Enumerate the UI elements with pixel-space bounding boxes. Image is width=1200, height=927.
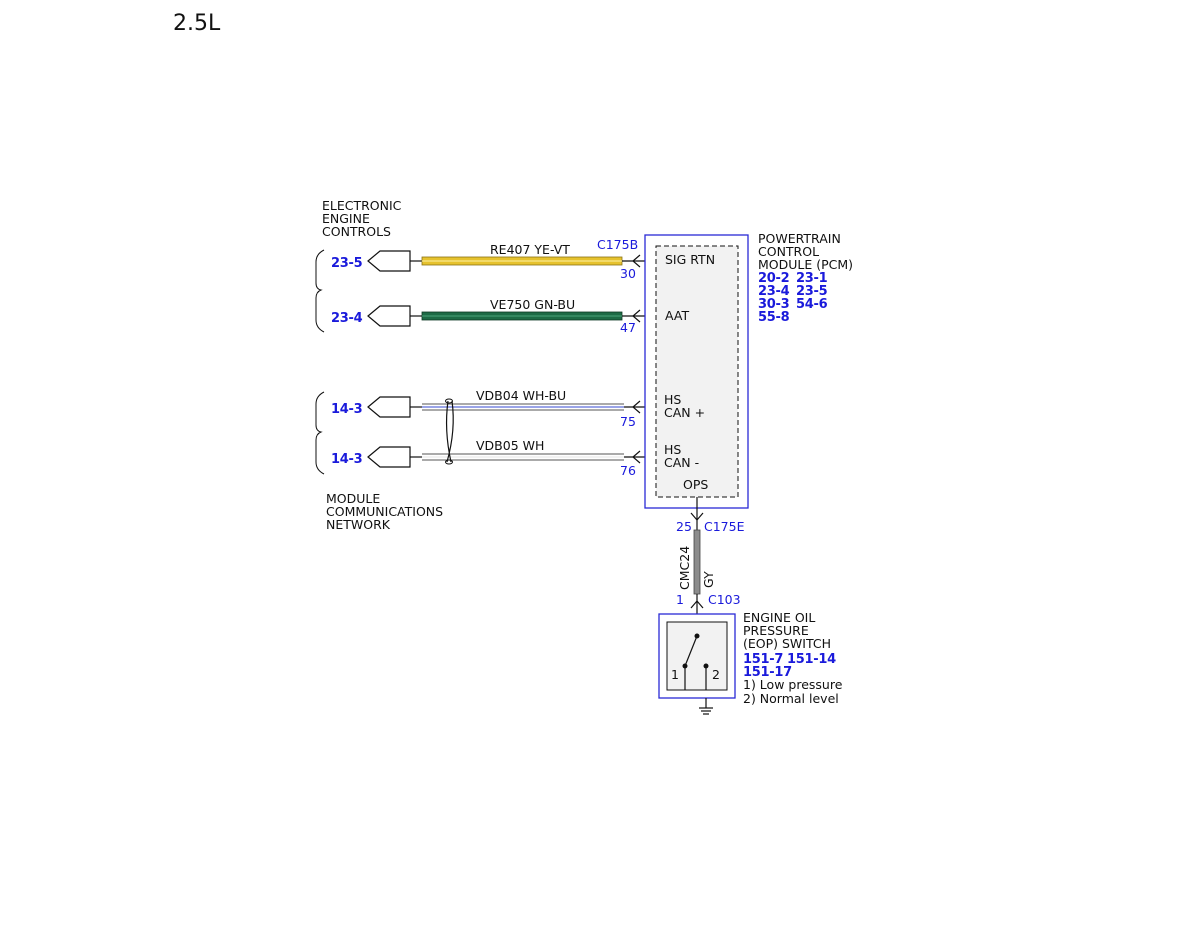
pin-number: 75 (620, 414, 636, 429)
pin-terminal-icon (690, 512, 704, 521)
group-brace-bottom (315, 391, 325, 475)
wire-ve750: 23-4 VE750 GN-BU 47 (331, 297, 656, 335)
ref-link-14-3-a[interactable]: 14-3 (331, 402, 363, 417)
svg-text:151-7: 151-7 (743, 652, 783, 667)
page-title: 2.5L (173, 11, 221, 36)
svg-text:POWERTRAIN: POWERTRAIN (758, 231, 841, 246)
svg-text:ENGINE OIL: ENGINE OIL (743, 610, 815, 625)
twisted-pair-icon (445, 400, 454, 463)
pin-terminal-icon (632, 309, 641, 323)
connector-arrow-icon (367, 250, 411, 272)
pin-number: 76 (620, 463, 636, 478)
svg-text:CONTROL: CONTROL (758, 244, 819, 259)
circuit-label: VE750 GN-BU (490, 297, 575, 312)
circuit-label: VDB05 WH (476, 438, 544, 453)
connector-arrow-icon (367, 396, 411, 418)
svg-text:23-4: 23-4 (758, 284, 790, 299)
svg-text:23-5: 23-5 (796, 284, 828, 299)
wire-re407: 23-5 RE407 YE-VT 30 (331, 242, 656, 281)
group-brace-top (315, 249, 325, 333)
svg-text:151-17: 151-17 (743, 665, 792, 680)
eop-switch: 1 2 (658, 613, 736, 708)
ref-link-23-5[interactable]: 23-5 (331, 256, 363, 271)
pin-label-can-minus: CAN - (664, 455, 699, 470)
pcm-title: POWERTRAIN CONTROL MODULE (PCM) (758, 231, 853, 272)
pin-label-sig-rtn: SIG RTN (665, 252, 715, 267)
connector-id-c175b: C175B (597, 237, 638, 252)
svg-text:20-2: 20-2 (758, 271, 789, 286)
svg-text:1) Low pressure: 1) Low pressure (743, 677, 843, 692)
pcm-module: C175B SIG RTN AAT HS CAN + HS CAN - OPS (597, 234, 749, 509)
ground-icon (699, 707, 713, 715)
pcm-ref-links[interactable]: 20-2 23-1 23-4 23-5 30-3 54-6 55-8 (758, 271, 828, 325)
ref-link-14-3-b[interactable]: 14-3 (331, 452, 363, 467)
svg-text:ENGINE: ENGINE (322, 211, 370, 226)
svg-text:MODULE: MODULE (326, 491, 380, 506)
svg-text:(EOP) SWITCH: (EOP) SWITCH (743, 636, 831, 651)
eop-switch-notes: 1) Low pressure 2) Normal level (743, 677, 843, 706)
pin-terminal-icon (632, 254, 641, 268)
wire-vdb05: 14-3 VDB05 WH 76 (331, 438, 656, 478)
svg-text:ELECTRONIC: ELECTRONIC (322, 198, 402, 213)
ref-link-23-4[interactable]: 23-4 (331, 311, 363, 326)
svg-text:CONTROLS: CONTROLS (322, 224, 391, 239)
eop-switch-title: ENGINE OIL PRESSURE (EOP) SWITCH (743, 610, 831, 651)
connector-arrow-icon (367, 305, 411, 327)
switch-position-1: 1 (671, 667, 679, 682)
pin-terminal-icon (632, 400, 641, 414)
pin-label-aat: AAT (665, 308, 689, 323)
svg-text:COMMUNICATIONS: COMMUNICATIONS (326, 504, 443, 519)
wire-vdb04: 14-3 VDB04 WH-BU 75 (331, 388, 656, 429)
svg-text:23-1: 23-1 (796, 271, 828, 286)
svg-text:54-6: 54-6 (796, 297, 828, 312)
circuit-label: CMC24 (677, 546, 692, 590)
switch-position-2: 2 (712, 667, 720, 682)
pin-terminal-icon (690, 600, 704, 609)
connector-id-c175e: C175E (704, 519, 745, 534)
module-communications-network-label: MODULE COMMUNICATIONS NETWORK (326, 491, 443, 532)
wire-body (693, 529, 701, 595)
pin-number: 30 (620, 266, 636, 281)
pin-number: 25 (676, 519, 692, 534)
svg-text:2) Normal level: 2) Normal level (743, 691, 839, 706)
pin-label-ops: OPS (683, 477, 708, 492)
circuit-label: RE407 YE-VT (490, 242, 570, 257)
connector-arrow-icon (367, 446, 411, 468)
electronic-engine-controls-label: ELECTRONIC ENGINE CONTROLS (322, 198, 402, 239)
color-code-label: GY (701, 571, 716, 588)
eop-switch-ref-links[interactable]: 151-7 151-14 151-17 (743, 652, 836, 680)
pin-label-can-plus: CAN + (664, 405, 705, 420)
svg-text:NETWORK: NETWORK (326, 517, 391, 532)
pin-terminal-icon (632, 450, 641, 464)
connector-id-c103: C103 (708, 592, 741, 607)
pin-label-hs-2: HS (664, 442, 681, 457)
svg-text:55-8: 55-8 (758, 310, 790, 325)
svg-text:PRESSURE: PRESSURE (743, 623, 809, 638)
pin-number: 47 (620, 320, 636, 335)
pin-label-hs-1: HS (664, 392, 681, 407)
circuit-label: VDB04 WH-BU (476, 388, 566, 403)
svg-text:MODULE (PCM): MODULE (PCM) (758, 257, 853, 272)
svg-text:30-3: 30-3 (758, 297, 790, 312)
svg-text:151-14: 151-14 (787, 652, 836, 667)
pin-number: 1 (676, 592, 684, 607)
